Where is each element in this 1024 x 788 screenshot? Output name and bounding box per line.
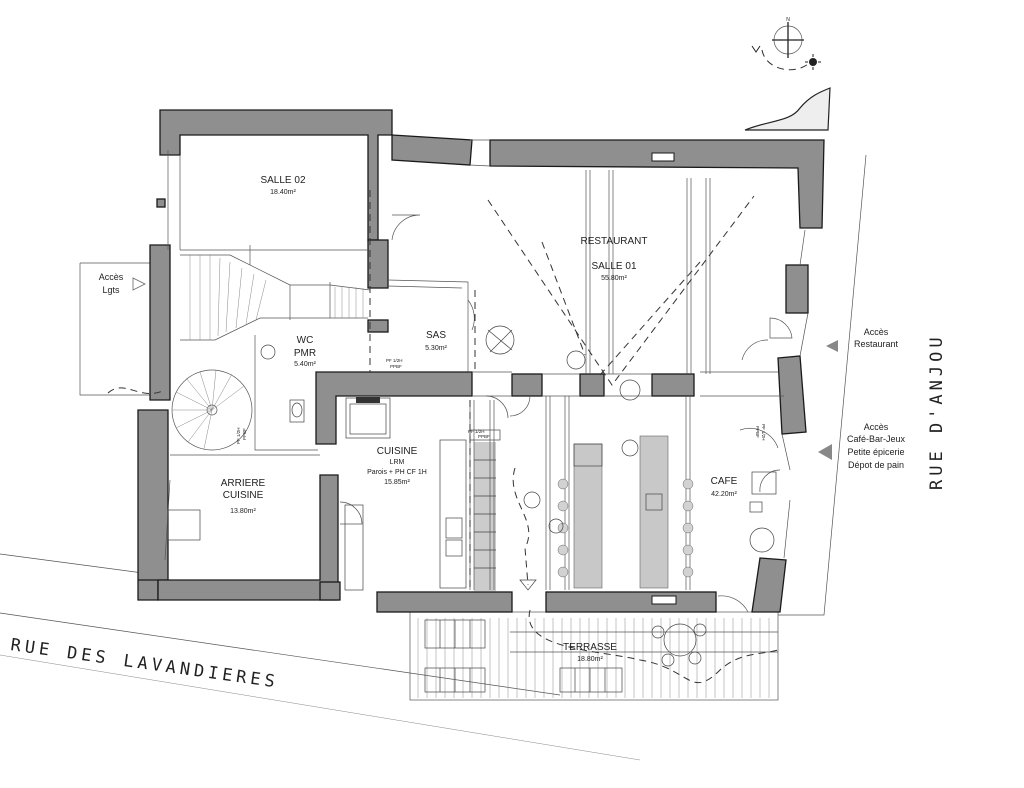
door-tag-cuisine-2: PPBF [478, 434, 490, 439]
door-tag-sas-1: PF 1/2H [386, 358, 403, 363]
access-cafe-line-4: Dépot de pain [848, 460, 904, 470]
site-lines [0, 154, 867, 761]
room-area-wc: 5.40m² [294, 361, 316, 368]
room-area-salle-02: 18.40m² [270, 189, 296, 196]
north-label: N [786, 17, 790, 23]
access-cafe-arrow [818, 444, 832, 460]
access-lgts-line-2: Lgts [102, 285, 120, 295]
elevation-profile [744, 87, 831, 131]
access-restaurant-arrow [826, 340, 838, 352]
room-subname-arriere-cuisine: CUISINE [223, 490, 264, 501]
access-lgts-arrow [132, 277, 146, 291]
street-anjou: RUE D'ANJOU [927, 333, 947, 490]
room-area-arriere-cuisine: 13.80m² [230, 508, 256, 515]
room-name-arriere-cuisine: ARRIERE [221, 478, 266, 489]
access-restaurant-line-1: Accès [864, 327, 889, 337]
wall-kitchen-north [315, 371, 473, 445]
door-swings [339, 214, 793, 613]
door-tag-sas-2: PPBF [390, 364, 402, 369]
access-arrows [132, 277, 838, 460]
room-area-cafe: 42.20m² [711, 491, 737, 498]
wall-west [149, 244, 171, 401]
access-lgts-line-1: Accès [99, 272, 124, 282]
room-name-restaurant: RESTAURANT [580, 236, 647, 247]
access-cafe-line-3: Petite épicerie [847, 447, 904, 457]
access-cafe-line-1: Accès [864, 422, 889, 432]
staircase-upper [180, 254, 371, 341]
room-name-sas: SAS [426, 330, 446, 341]
wall-south-left [138, 474, 339, 601]
room-area-terrasse: 18.80m² [577, 656, 603, 663]
door-tag-cafe-2: PPBF [755, 426, 760, 438]
inner-lines [164, 139, 809, 590]
room-name-wc: WC [297, 335, 314, 346]
door-tag-cuisine-1: PF 1/2H [468, 429, 485, 434]
furniture [167, 325, 777, 592]
street-lavandieres: RUE DES LAVANDIERES [9, 635, 280, 692]
room-area-restaurant: 55.80m² [601, 275, 627, 282]
room-subname-cuisine: LRM [390, 459, 405, 466]
walls [137, 109, 825, 613]
room-detail-cuisine: Parois + PH CF 1H [367, 469, 427, 476]
staircase-spiral [107, 369, 253, 451]
door-tag-wc-2: PPBF [242, 428, 247, 440]
terrace-deck [409, 609, 779, 701]
wall-west-low [137, 409, 169, 601]
door-tag-wc-1: PF 1/2H [236, 427, 241, 444]
door-tags: PF 1/2H PPBF PF 1/2H PPBF PF 1/2H PPBF P… [236, 358, 766, 444]
room-name-cafe: CAFE [711, 476, 738, 487]
wall-n-mid [391, 134, 473, 166]
access-labels: Accès Lgts Accès Restaurant Accès Café-B… [99, 272, 906, 470]
room-area-cuisine: 15.85m² [384, 479, 410, 486]
room-subname-restaurant: SALLE 01 [591, 261, 636, 272]
room-labels: SALLE 02 18.40m² RESTAURANT SALLE 01 55.… [221, 175, 738, 663]
room-name-salle-02: SALLE 02 [260, 175, 305, 186]
north-compass: N [751, 17, 821, 71]
room-area-sas: 5.30m² [425, 345, 447, 352]
room-name-cuisine: CUISINE [377, 446, 418, 457]
room-subname-wc: PMR [294, 348, 316, 359]
access-restaurant-line-2: Restaurant [854, 339, 899, 349]
room-name-terrasse: TERRASSE [563, 642, 617, 653]
access-cafe-line-2: Café-Bar-Jeux [847, 434, 906, 444]
door-tag-cafe-1: PF 1/2H [761, 424, 766, 441]
